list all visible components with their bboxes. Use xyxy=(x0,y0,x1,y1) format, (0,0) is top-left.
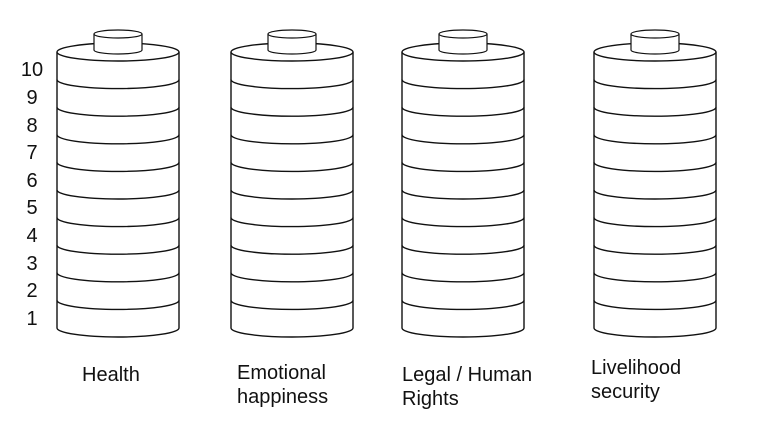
battery-segment-line xyxy=(56,272,180,283)
battery-segment-line xyxy=(230,189,354,200)
scale-label-9: 9 xyxy=(26,87,38,109)
battery-segment-line xyxy=(401,189,525,200)
scale-label-8: 8 xyxy=(26,115,38,137)
scale-label-6: 6 xyxy=(26,170,38,192)
battery-label-livelihood-security: Livelihood security xyxy=(591,356,681,404)
battery-label-line: security xyxy=(591,381,660,403)
battery-segment-line xyxy=(401,79,525,90)
battery-body-1 xyxy=(230,52,354,338)
battery-segment-line xyxy=(56,134,180,145)
battery-segment-line xyxy=(56,106,180,117)
battery-segment-line xyxy=(230,272,354,283)
battery-segment-line xyxy=(56,300,180,311)
battery-terminal-top-3 xyxy=(630,29,680,39)
battery-segment-line xyxy=(401,162,525,173)
battery-segment-line xyxy=(593,162,717,173)
scale-label-3: 3 xyxy=(26,253,38,275)
battery-terminal-top-2 xyxy=(438,29,488,39)
battery-segment-line xyxy=(56,189,180,200)
battery-segment-line xyxy=(56,217,180,228)
battery-segment-line xyxy=(593,134,717,145)
battery-segment-line xyxy=(230,106,354,117)
battery-segment-line xyxy=(230,162,354,173)
battery-label-line: happiness xyxy=(237,386,329,408)
battery-terminal-top-1 xyxy=(267,29,317,39)
scale-label-10: 10 xyxy=(20,59,44,81)
battery-segment-line xyxy=(56,79,180,90)
battery-segment-line xyxy=(230,217,354,228)
battery-label-health: Health xyxy=(82,363,140,387)
battery-label-line: Rights xyxy=(402,388,459,410)
battery-segment-line xyxy=(56,244,180,255)
battery-terminal-2 xyxy=(438,34,488,55)
scale-label-2: 2 xyxy=(26,280,38,302)
battery-label-emotional-happiness: Emotional happiness xyxy=(237,361,328,409)
battery-terminal-top-0 xyxy=(93,29,143,39)
battery-segment-line xyxy=(230,79,354,90)
battery-body-3 xyxy=(593,52,717,338)
battery-segment-line xyxy=(230,134,354,145)
battery-segment-line xyxy=(401,272,525,283)
battery-segment-line xyxy=(56,162,180,173)
battery-body-2 xyxy=(401,52,525,338)
battery-segment-line xyxy=(401,217,525,228)
battery-terminal-0 xyxy=(93,34,143,55)
scale-label-1: 1 xyxy=(26,308,38,330)
battery-segment-line xyxy=(593,272,717,283)
battery-body-0 xyxy=(56,52,180,338)
battery-label-line: Legal / Human xyxy=(402,364,533,386)
battery-terminal-3 xyxy=(630,34,680,55)
battery-segment-line xyxy=(593,300,717,311)
battery-segment-line xyxy=(401,134,525,145)
battery-segment-line xyxy=(230,244,354,255)
battery-label-legal-human-rights: Legal / Human Rights xyxy=(402,363,532,411)
battery-segment-line xyxy=(230,300,354,311)
battery-terminal-1 xyxy=(267,34,317,55)
battery-segment-line xyxy=(593,106,717,117)
battery-segment-line xyxy=(593,217,717,228)
battery-label-line: Emotional xyxy=(237,362,326,384)
battery-segment-line xyxy=(401,106,525,117)
battery-label-line: Health xyxy=(82,364,140,386)
battery-segment-line xyxy=(401,244,525,255)
scale-label-5: 5 xyxy=(26,197,38,219)
battery-segment-line xyxy=(593,244,717,255)
battery-segment-line xyxy=(401,300,525,311)
scale-label-4: 4 xyxy=(26,225,38,247)
scale-label-7: 7 xyxy=(26,142,38,164)
battery-segment-line xyxy=(593,79,717,90)
battery-segment-line xyxy=(593,189,717,200)
battery-label-line: Livelihood xyxy=(591,357,682,379)
